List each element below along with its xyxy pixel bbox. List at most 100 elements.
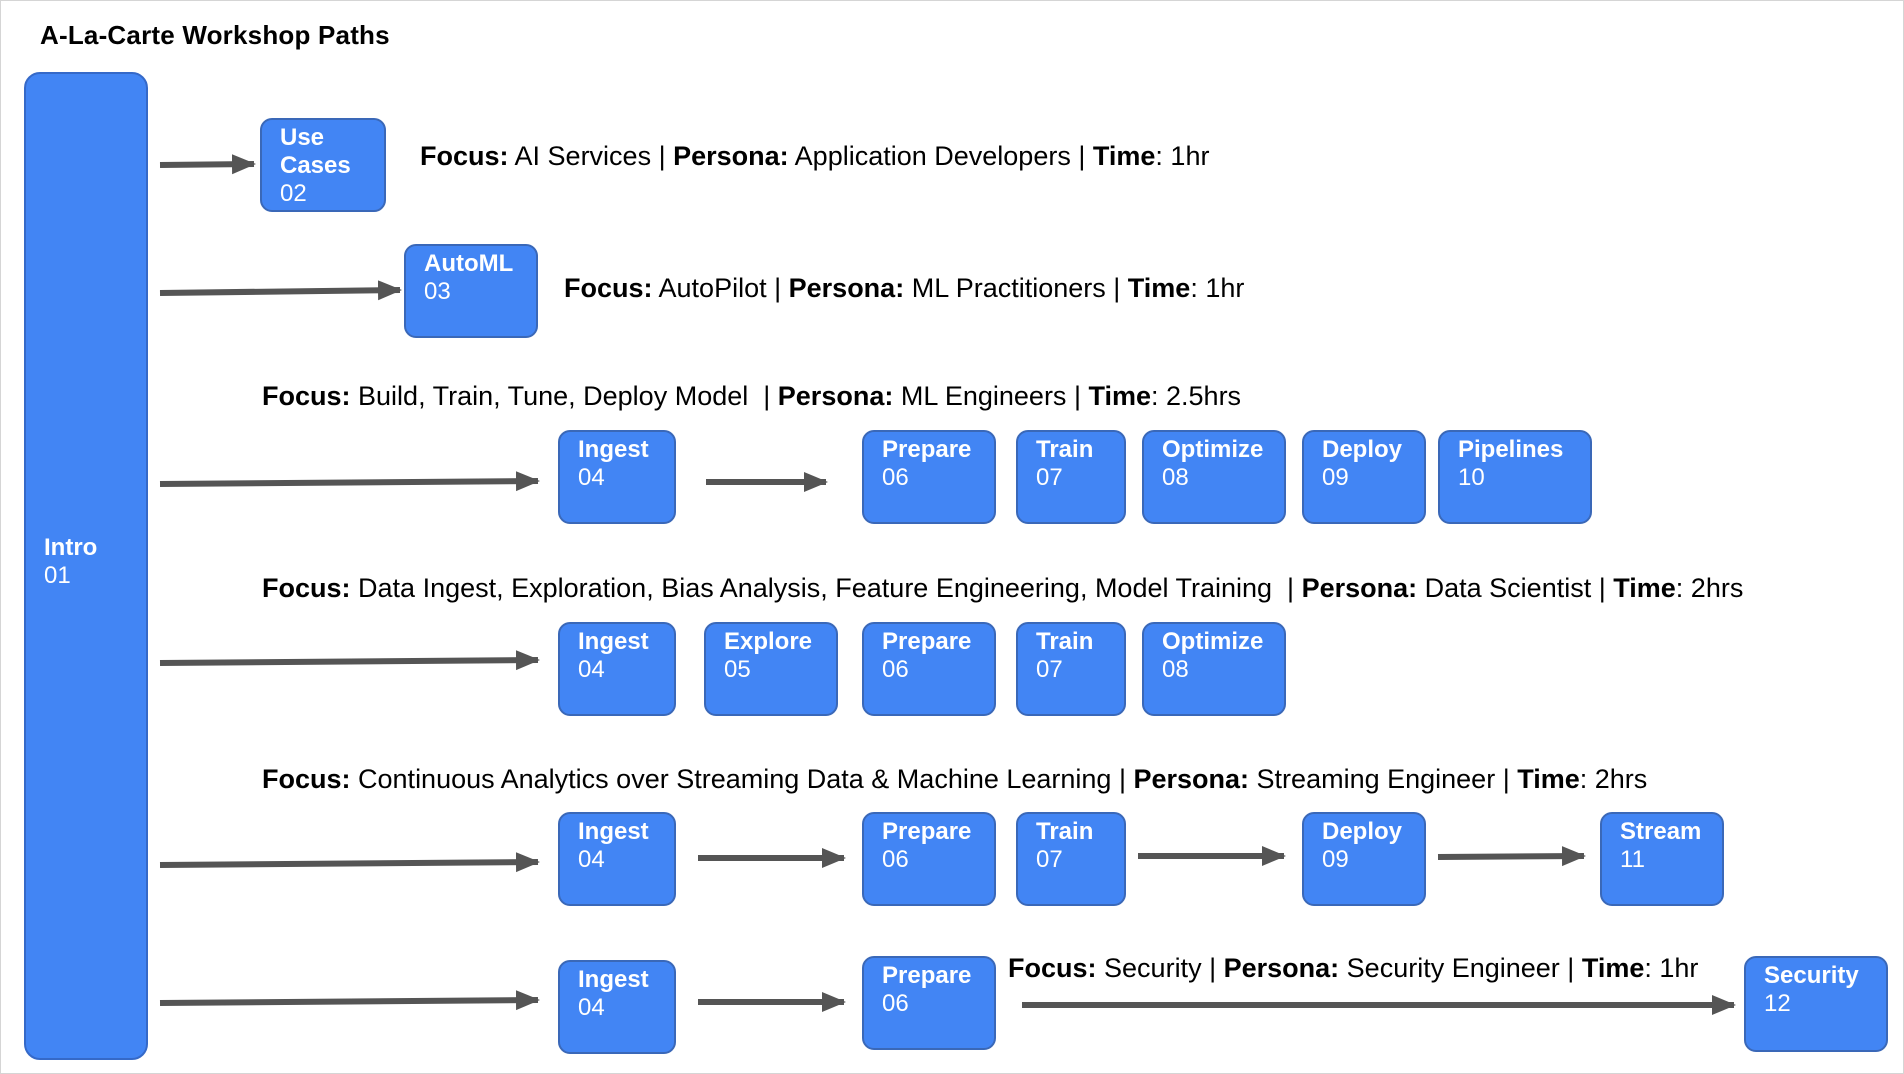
persona-value: Data Scientist <box>1424 573 1592 603</box>
module-name: Deploy <box>1322 436 1403 463</box>
module-stream[interactable]: Stream 11 <box>1600 812 1724 906</box>
module-num: 07 <box>1036 464 1063 491</box>
arrow-intro-to-use-cases <box>159 154 256 175</box>
time-label: Time <box>1517 764 1580 794</box>
arrow-intro-to-path3-ingest <box>159 471 540 492</box>
module-num: 06 <box>882 464 909 491</box>
persona-value: Streaming Engineer <box>1256 764 1496 794</box>
module-num: 08 <box>1162 464 1189 491</box>
module-num: 05 <box>724 656 751 683</box>
persona-value: Application Developers <box>794 141 1071 171</box>
module-name: Optimize <box>1162 628 1264 655</box>
time-value: 2hrs <box>1594 764 1648 794</box>
module-num: 06 <box>882 846 909 873</box>
module-num: 06 <box>882 656 909 683</box>
module-num: 09 <box>1322 464 1349 491</box>
module-train[interactable]: Train 07 <box>1016 812 1126 906</box>
diagram-title: A-La-Carte Workshop Paths <box>40 20 390 50</box>
module-explore[interactable]: Explore 05 <box>704 622 838 716</box>
module-train[interactable]: Train 07 <box>1016 622 1126 716</box>
time-value: 1hr <box>1205 273 1245 303</box>
module-num: 02 <box>280 180 307 207</box>
module-name: Stream <box>1620 818 1702 845</box>
module-name: Use Cases <box>280 124 351 179</box>
time-label: Time <box>1088 381 1151 411</box>
module-prepare[interactable]: Prepare 06 <box>862 956 996 1050</box>
module-prepare[interactable]: Prepare 06 <box>862 430 996 524</box>
persona-label: Persona: <box>1223 953 1340 983</box>
module-automl[interactable]: AutoML 03 <box>404 244 538 338</box>
module-deploy[interactable]: Deploy 09 <box>1302 812 1426 906</box>
persona-label: Persona: <box>788 273 905 303</box>
time-label: Time <box>1581 953 1645 983</box>
focus-value: Build, Train, Tune, Deploy Model <box>358 381 749 411</box>
module-name: Security <box>1764 962 1859 989</box>
module-name: Train <box>1036 436 1094 463</box>
module-security[interactable]: Security 12 <box>1744 956 1888 1052</box>
module-num: 11 <box>1620 846 1645 873</box>
module-deploy[interactable]: Deploy 09 <box>1302 430 1426 524</box>
focus-label: Focus: <box>420 141 509 171</box>
persona-value: ML Engineers <box>900 381 1067 411</box>
module-name: Deploy <box>1322 818 1403 845</box>
module-ingest[interactable]: Ingest 04 <box>558 622 676 716</box>
module-ingest[interactable]: Ingest 04 <box>558 960 676 1054</box>
time-value: 1hr <box>1659 953 1699 983</box>
time-label: Time <box>1613 573 1676 603</box>
module-num: 09 <box>1322 846 1349 873</box>
module-ingest[interactable]: Ingest 04 <box>558 430 676 524</box>
module-num: 10 <box>1458 464 1485 491</box>
module-name: Train <box>1036 818 1094 845</box>
focus-value: Data Ingest, Exploration, Bias Analysis,… <box>358 573 1273 603</box>
focus-label: Focus: <box>564 273 653 303</box>
module-num: 07 <box>1036 846 1063 873</box>
path-description-streaming-engineer: Focus: Continuous Analytics over Streami… <box>262 764 1648 794</box>
module-name: Ingest <box>578 436 649 463</box>
module-optimize[interactable]: Optimize 08 <box>1142 622 1286 716</box>
focus-label: Focus: <box>262 381 351 411</box>
arrow-intro-to-path4-ingest <box>159 650 540 671</box>
path-description-ml-engineers: Focus: Build, Train, Tune, Deploy Model … <box>262 381 1242 411</box>
persona-label: Persona: <box>1133 764 1250 794</box>
path-description-autopilot: Focus: AutoPilot | Persona: ML Practitio… <box>564 273 1245 303</box>
persona-value: Security Engineer <box>1346 953 1560 983</box>
module-prepare[interactable]: Prepare 06 <box>862 622 996 716</box>
focus-value: Security <box>1104 953 1202 983</box>
module-name: Ingest <box>578 818 649 845</box>
module-num: 07 <box>1036 656 1063 683</box>
module-num: 03 <box>424 278 451 305</box>
focus-label: Focus: <box>1008 953 1097 983</box>
time-value: 2.5hrs <box>1166 381 1242 411</box>
path-description-security: Focus: Security | Persona: Security Engi… <box>1008 953 1699 983</box>
module-num: 04 <box>578 656 605 683</box>
module-train[interactable]: Train 07 <box>1016 430 1126 524</box>
module-name: Prepare <box>882 436 972 463</box>
module-name: Prepare <box>882 628 972 655</box>
arrow-path5-deploy-to-stream <box>1437 846 1586 867</box>
module-optimize[interactable]: Optimize 08 <box>1142 430 1286 524</box>
focus-value: AI Services <box>514 141 652 171</box>
persona-label: Persona: <box>777 381 894 411</box>
intro-module[interactable]: Intro 01 <box>24 72 148 1060</box>
persona-value: ML Practitioners <box>911 273 1106 303</box>
module-name: Prepare <box>882 962 972 989</box>
module-prepare[interactable]: Prepare 06 <box>862 812 996 906</box>
focus-label: Focus: <box>262 573 351 603</box>
module-num: 12 <box>1764 990 1791 1017</box>
time-value: 2hrs <box>1690 573 1744 603</box>
intro-name: Intro <box>44 534 98 561</box>
module-pipelines[interactable]: Pipelines 10 <box>1438 430 1592 524</box>
module-name: Pipelines <box>1458 436 1564 463</box>
arrow-intro-to-path6-ingest <box>159 990 540 1011</box>
module-name: AutoML <box>424 250 514 277</box>
arrow-intro-to-path5-ingest <box>159 852 540 873</box>
module-num: 06 <box>882 990 909 1017</box>
module-ingest[interactable]: Ingest 04 <box>558 812 676 906</box>
module-use-cases[interactable]: Use Cases 02 <box>260 118 386 212</box>
module-name: Explore <box>724 628 813 655</box>
time-label: Time <box>1127 273 1191 303</box>
module-name: Train <box>1036 628 1094 655</box>
module-num: 04 <box>578 464 605 491</box>
module-name: Ingest <box>578 966 649 993</box>
